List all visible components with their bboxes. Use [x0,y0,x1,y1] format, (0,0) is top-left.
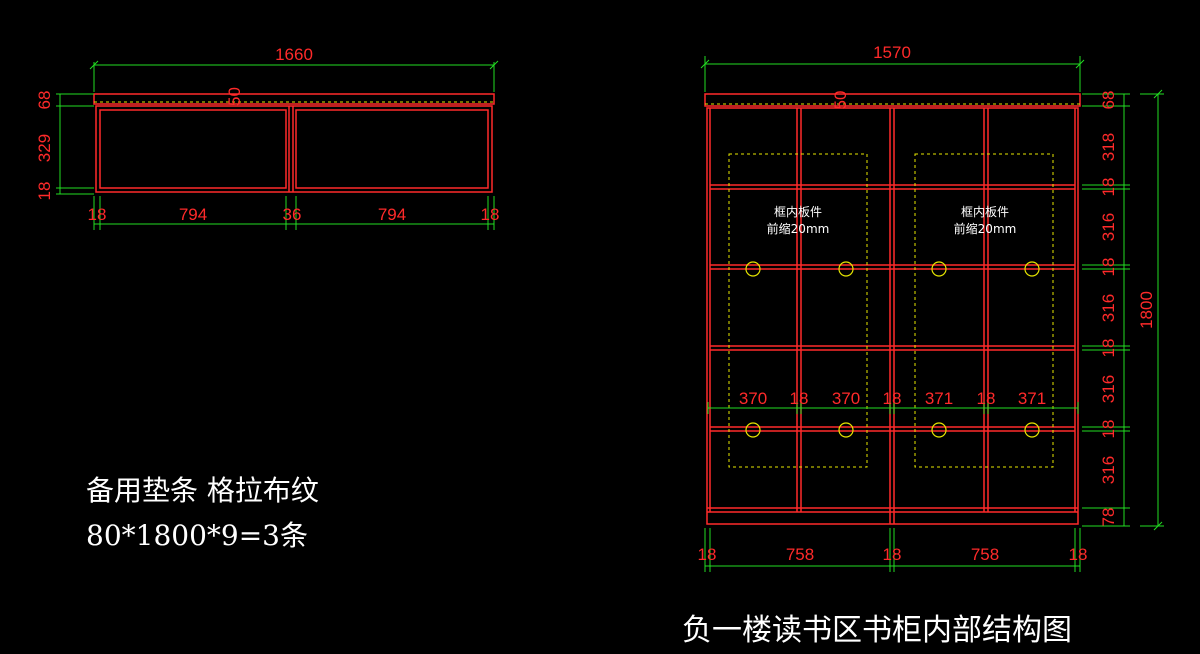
hole-circle [838,422,854,438]
left-side-dimension-line [56,93,94,195]
left-side-dim-1: 68 [35,91,54,110]
right-side-dim-4: 316 [1099,213,1118,241]
right-cabinet-panels [704,93,1081,525]
hardware-holes [745,261,1040,438]
right-side-dim-2: 318 [1099,133,1118,161]
left-bottom-dim-4: 794 [378,205,406,224]
right-side-dim-9: 18 [1099,420,1118,439]
inner-dim-3: 370 [832,389,860,408]
left-bottom-dimension-line [93,196,495,230]
right-side-dim-1: 68 [1099,91,1118,110]
right-side-dim-10: 316 [1099,456,1118,484]
inner-note-left-line-2: 前缩20mm [767,221,830,236]
left-bottom-dim-1: 18 [88,205,107,224]
hole-circle [1024,261,1040,277]
left-overall-width-label: 1660 [275,45,313,64]
inner-width-dimension-line [707,402,1079,414]
right-bottom-dim-4: 758 [971,545,999,564]
spare-strip-line-2: 80*1800*9=3条 [86,519,308,552]
inner-dim-6: 18 [977,389,996,408]
inner-note-right-line-1: 框内板件 [961,205,1009,219]
left-side-dim-3: 18 [35,182,54,201]
hole-circle [745,422,761,438]
inner-note-left-line-1: 框内板件 [774,205,822,219]
right-elevation-view: 1570 50 框 [698,43,1164,572]
right-side-dim-5: 18 [1099,258,1118,277]
right-side-dim-7: 18 [1099,339,1118,358]
hole-circle [838,261,854,277]
inner-frame-right-dashed [914,153,1054,468]
right-side-dim-6: 316 [1099,294,1118,322]
right-overall-width-dimension [700,56,1085,92]
left-overall-width-dimension [89,60,499,92]
left-top-offset-label: 50 [225,87,244,106]
drawing-title: 负一楼读书区书柜内部结构图 [682,613,1072,648]
overall-height-dimension-line [1140,89,1164,531]
right-bottom-dim-5: 18 [1069,545,1088,564]
hole-circle [931,422,947,438]
spare-strip-line-1: 备用垫条 格拉布纹 [86,474,319,507]
right-side-dim-3: 18 [1099,178,1118,197]
inner-dim-2: 18 [790,389,809,408]
left-bottom-dim-3: 36 [283,205,302,224]
right-side-dimension-line [1082,93,1130,527]
right-overall-width-label: 1570 [873,43,911,62]
right-side-dim-11: 78 [1099,508,1118,527]
left-bottom-dim-2: 794 [179,205,207,224]
right-bottom-dim-2: 758 [786,545,814,564]
inner-dim-1: 370 [739,389,767,408]
right-side-dim-8: 316 [1099,375,1118,403]
hole-circle [745,261,761,277]
right-bottom-dim-3: 18 [883,545,902,564]
inner-dim-5: 371 [925,389,953,408]
right-top-offset-label: 50 [831,91,850,110]
inner-frame-left-dashed [728,153,868,468]
inner-dim-7: 371 [1018,389,1046,408]
overall-height-label: 1800 [1137,291,1156,329]
right-bottom-dim-1: 18 [698,545,717,564]
right-bottom-dimension-line [704,528,1081,572]
left-cabinet-outline [93,93,495,193]
inner-dim-4: 18 [883,389,902,408]
left-bottom-dim-5: 18 [481,205,500,224]
left-plan-view: 1660 50 68 329 18 [35,45,499,230]
hole-circle [1024,422,1040,438]
left-side-dim-2: 329 [35,134,54,162]
inner-note-right-line-2: 前缩20mm [954,221,1017,236]
hole-circle [931,261,947,277]
